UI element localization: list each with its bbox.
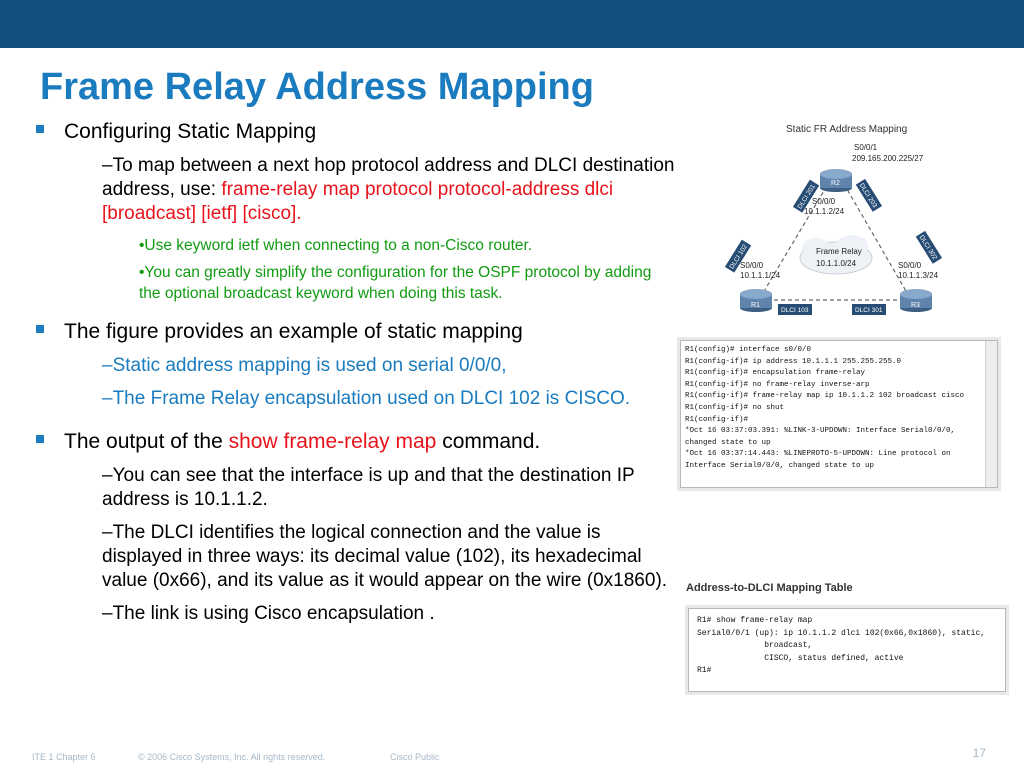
r2-s001-label: S0/0/1: [854, 143, 878, 152]
footer-copyright: © 2006 Cisco Systems, Inc. All rights re…: [138, 752, 326, 762]
r3-s000-label: S0/0/0: [898, 261, 922, 270]
bullet-static-mapping: Configuring Static Mapping: [36, 118, 676, 145]
svg-text:R1: R1: [751, 302, 760, 309]
svg-text:R3: R3: [911, 302, 920, 309]
slide-title: Frame Relay Address Mapping: [40, 66, 594, 108]
config-line: *Oct 16 03:37:14.443: %LINEPROTO-5-UPDOW…: [685, 450, 951, 459]
r2-s000-ip: 10.1.1.2/24: [804, 207, 845, 216]
bullet-figure-example: The figure provides an example of static…: [36, 318, 676, 345]
map-line: Serial0/0/1 (up): ip 10.1.1.2 dlci 102(0…: [697, 628, 986, 638]
slide-content: Configuring Static Mapping –To map betwe…: [36, 118, 676, 635]
pvc-link-r2-r3: [843, 183, 911, 299]
map-line: CISCO, status defined, active: [697, 653, 904, 663]
config-line: R1(config-if)# no shut: [685, 403, 785, 412]
router-r3-icon: R3: [900, 289, 932, 312]
dlci-301-tag: DLCI 301: [852, 304, 886, 315]
frame-relay-cloud-icon: Frame Relay 10.1.1.0/24: [799, 235, 873, 275]
config-line: R1(config-if)# frame-relay map ip 10.1.1…: [685, 392, 965, 401]
square-bullet-icon: [36, 325, 44, 333]
static-fr-topology-figure: Static FR Address Mapping S0/0/1 209.165…: [724, 124, 943, 315]
show-command: show frame-relay map: [228, 430, 437, 453]
config-line: changed state to up: [685, 438, 771, 447]
footer-classification: Cisco Public: [390, 752, 440, 762]
cloud-label: Frame Relay: [816, 247, 862, 256]
footer-course: ITE 1 Chapter 6: [32, 752, 96, 762]
slide-footer: ITE 1 Chapter 6 © 2006 Cisco Systems, In…: [0, 752, 1024, 768]
sub-bullet-dlci-values: –The DLCI identifies the logical connect…: [102, 522, 668, 591]
r2-s001-ip: 209.165.200.225/27: [852, 154, 924, 163]
dlci-302-tag: DLCI 302: [915, 230, 943, 264]
sub-bullet-map-command: –To map between a next hop protocol addr…: [102, 155, 675, 224]
page-number: 17: [972, 746, 986, 760]
dlci-103-tag: DLCI 103: [778, 304, 812, 315]
dlci-203-tag: DLCI 203: [855, 178, 883, 212]
svg-text:DLCI 103: DLCI 103: [781, 307, 809, 314]
config-line: R1(config-if)#: [685, 415, 749, 424]
cloud-network: 10.1.1.0/24: [816, 259, 857, 268]
sub-bullet-interface-up: –You can see that the interface is up an…: [102, 465, 635, 510]
config-console-output: R1(config)# interface s0/0/0 R1(config-i…: [680, 340, 998, 488]
note-ietf: •Use keyword ietf when connecting to a n…: [139, 237, 533, 254]
sub-bullet-serial: –Static address mapping is used on seria…: [102, 355, 507, 376]
mapping-table-output: R1# show frame-relay map Serial0/0/1 (up…: [688, 608, 1006, 692]
r1-s000-label: S0/0/0: [740, 261, 764, 270]
config-line: R1(config)# interface s0/0/0: [685, 346, 812, 354]
square-bullet-icon: [36, 125, 44, 133]
config-line: Interface Serial0/0/0, changed state to …: [685, 461, 875, 470]
pvc-link-r1-r2: [759, 183, 829, 299]
config-line: *Oct 16 03:37:03.391: %LINK-3-UPDOWN: In…: [685, 427, 956, 436]
sub-bullet-encapsulation: –The Frame Relay encapsulation used on D…: [102, 388, 631, 409]
mapping-table-title: Address-to-DLCI Mapping Table: [686, 582, 853, 594]
config-line: R1(config-if)# encapsulation frame-relay: [685, 369, 866, 378]
map-line: R1#: [697, 666, 712, 675]
map-command-syntax: frame-relay map protocol protocol-addres…: [102, 179, 614, 224]
figure-title: Static FR Address Mapping: [786, 124, 907, 135]
bullet-show-output: The output of the show frame-relay map c…: [36, 428, 676, 455]
svg-text:R2: R2: [831, 180, 840, 187]
r1-s000-ip: 10.1.1.1/24: [740, 271, 781, 280]
sub-bullet-cisco-encap: –The link is using Cisco encapsulation .: [102, 603, 435, 624]
r3-s000-ip: 10.1.1.3/24: [898, 271, 939, 280]
router-r2-icon: R2: [820, 169, 852, 192]
square-bullet-icon: [36, 435, 44, 443]
config-line: R1(config-if)# ip address 10.1.1.1 255.2…: [685, 357, 902, 366]
router-r1-icon: R1: [740, 289, 772, 312]
header-bar: [0, 0, 1024, 48]
map-line: broadcast,: [697, 641, 813, 650]
note-ospf-broadcast: •You can greatly simplify the configurat…: [139, 264, 652, 302]
map-line: R1# show frame-relay map: [697, 616, 813, 625]
config-line: R1(config-if)# no frame-relay inverse-ar…: [685, 380, 870, 389]
svg-text:DLCI 301: DLCI 301: [855, 307, 883, 314]
r2-s000-label: S0/0/0: [812, 197, 836, 206]
console-scrollbar[interactable]: [985, 341, 997, 487]
